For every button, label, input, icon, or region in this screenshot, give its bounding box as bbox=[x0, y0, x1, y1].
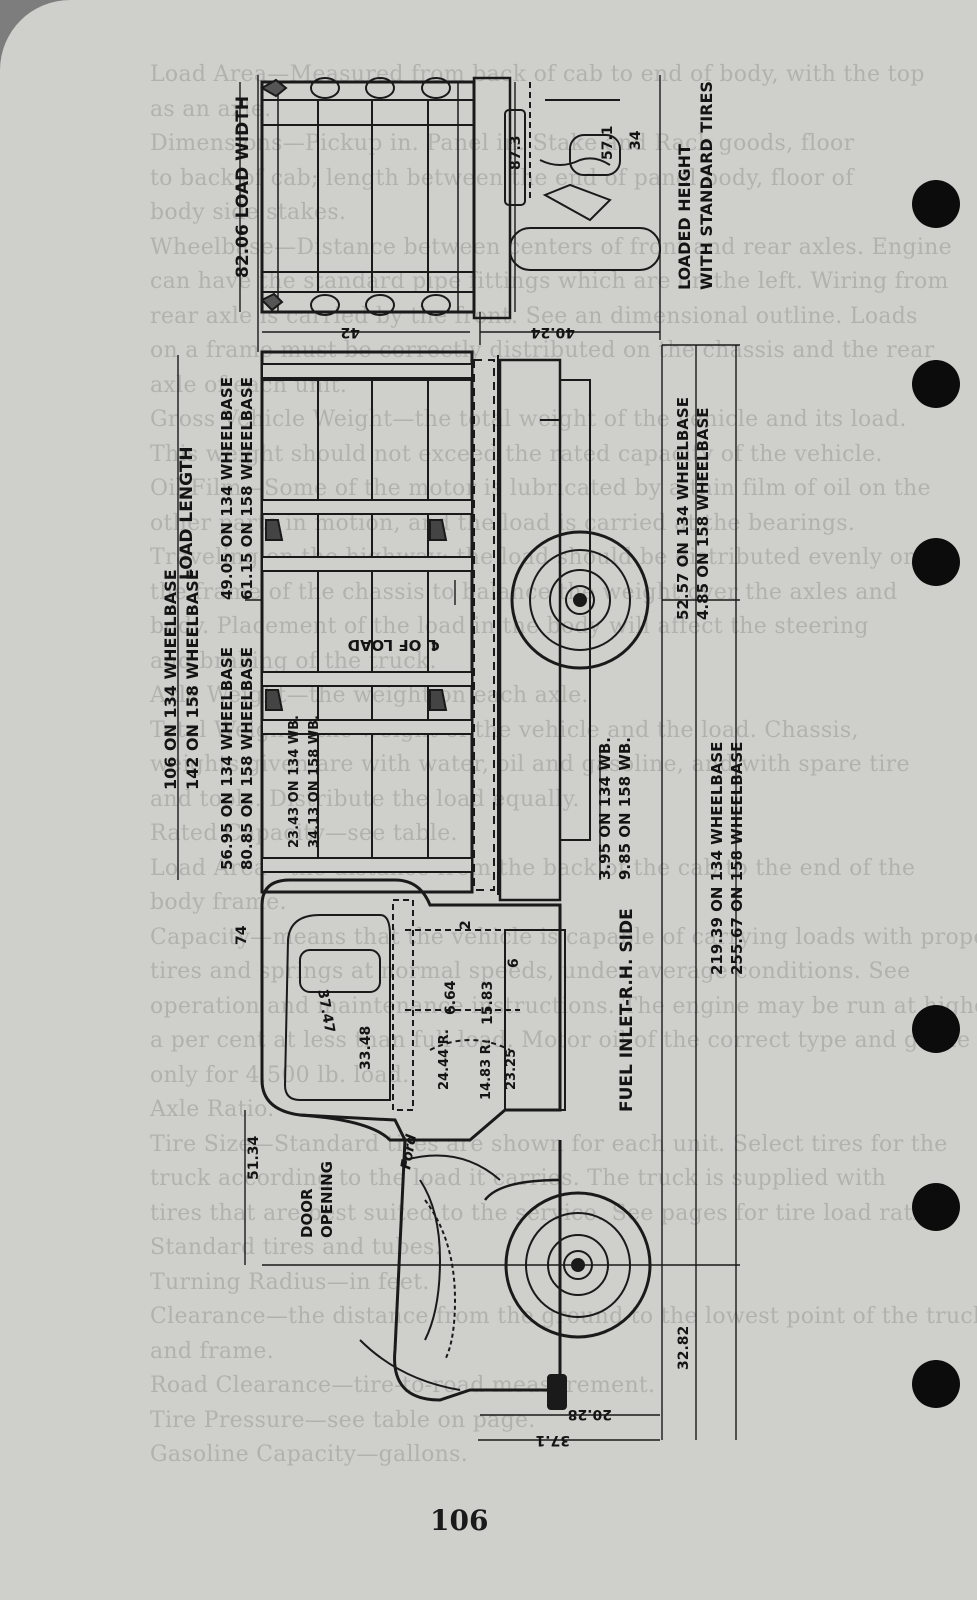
bleed-through-line: Axle Weight—the weight on each axle. bbox=[150, 683, 589, 708]
bleed-through-line: weights given are with water, oil and ga… bbox=[150, 752, 910, 777]
binder-hole-2 bbox=[912, 360, 960, 408]
binder-hole-3 bbox=[912, 538, 960, 586]
bleed-through-line: and tools. Distribute the load equally. bbox=[150, 786, 580, 812]
label-loaded-height-1: LOADED HEIGHT bbox=[675, 144, 694, 290]
label-load-length: LOAD LENGTH bbox=[177, 446, 197, 580]
bleed-through-line: Oil Film—Some of the motor is lubricated… bbox=[150, 476, 931, 501]
binder-hole-4 bbox=[912, 1005, 960, 1053]
bleed-through-line: truck according to the load it carries. … bbox=[150, 1166, 887, 1191]
bleed-through-line: only for 4,500 lb. load. bbox=[150, 1062, 410, 1088]
bleed-through-line: Dimensions—Pickup in. Panel in. Stake an… bbox=[150, 131, 855, 156]
label-rear-axle-1: 3.95 ON 134 WB. bbox=[596, 737, 614, 880]
bleed-through-line: Wheelbase—Distance between centers of fr… bbox=[150, 234, 952, 260]
rear-wheel bbox=[510, 530, 650, 670]
bleed-through-line: as an axle. bbox=[150, 96, 272, 122]
labels: 82.06 LOAD WIDTH LOADED HEIGHT WITH STAN… bbox=[161, 81, 746, 1448]
label-fuel-inlet: FUEL INLET-R.H. SIDE bbox=[617, 908, 637, 1112]
label-load-len-1: 106 ON 134 WHEELBASE bbox=[161, 569, 180, 790]
dim-40-24: 40.24 bbox=[530, 324, 575, 340]
label-load-width: 82.06 LOAD WIDTH bbox=[233, 96, 253, 278]
dimension-lines bbox=[177, 75, 740, 1441]
bleed-through-line: Axle Ratio. bbox=[150, 1097, 275, 1122]
cab bbox=[260, 878, 566, 1142]
rear-view bbox=[259, 76, 661, 320]
bleed-through-line: Turning Radius—in feet. bbox=[150, 1269, 430, 1295]
bleed-through-line: Tire Size—Standard tires are shown for e… bbox=[150, 1131, 948, 1157]
bleed-through-line: body side stakes. bbox=[150, 200, 347, 225]
binder-hole-1 bbox=[912, 180, 960, 228]
bleed-through-line: Gross Vehicle Weight—the total weight of… bbox=[150, 407, 907, 432]
bleed-through-line: Gasoline Capacity—gallons. bbox=[150, 1442, 469, 1467]
dim-24-44: 24.44 R. bbox=[437, 1029, 452, 1090]
bleed-through-line: and frame. bbox=[150, 1338, 275, 1364]
dim-15-83: 15.83 bbox=[480, 981, 496, 1025]
bleed-through-line: tires and springs at normal speeds, unde… bbox=[150, 959, 911, 984]
dim-2: 2 bbox=[458, 920, 474, 930]
dim-51-34: 51.34 bbox=[246, 1135, 262, 1180]
dim-57-1: 57.1 bbox=[600, 125, 616, 160]
bleed-through-line: can have the standard pipe fittings whic… bbox=[150, 269, 949, 294]
label-overhang-2: 4.85 ON 158 WHEELBASE bbox=[694, 407, 712, 620]
label-seg2-1: 49.05 ON 134 WHEELBASE bbox=[218, 377, 236, 600]
bleed-through-line: and braking of the truck. bbox=[150, 648, 437, 674]
label-seg2-2: 61.15 ON 158 WHEELBASE bbox=[238, 377, 256, 600]
dim-37-1: 37.1 bbox=[535, 1432, 570, 1448]
label-seg1-1: 56.95 ON 134 WHEELBASE bbox=[218, 647, 236, 870]
bleed-through-line: This weight should not exceed the rated … bbox=[150, 441, 883, 467]
dim-87-3: 87.3 bbox=[508, 135, 524, 170]
dim-42: 42 bbox=[341, 324, 360, 340]
label-load-len-2: 142 ON 158 WHEELBASE bbox=[183, 569, 202, 790]
bleed-through-line: tires that are best suited to the servic… bbox=[150, 1200, 957, 1226]
label-overall-1: 219.39 ON 134 WHEELBASE bbox=[708, 742, 726, 975]
label-overall-2: 255.67 ON 158 WHEELBASE bbox=[728, 742, 746, 975]
brand-script: Ford bbox=[398, 1132, 420, 1170]
bleed-through-line: operation and maintenance instructions. … bbox=[150, 993, 977, 1019]
page-number: 106 bbox=[430, 1504, 489, 1537]
stake-body bbox=[260, 350, 591, 902]
dim-20-28: 20.28 bbox=[568, 1406, 612, 1422]
label-overhang-1: 52.57 ON 134 WHEELBASE bbox=[674, 397, 692, 620]
binder-hole-5 bbox=[912, 1183, 960, 1231]
bleed-through-line: Tire Pressure—see table on page. bbox=[150, 1407, 536, 1433]
label-inner-2: 34.13 ON 158 WB. bbox=[307, 715, 322, 848]
bleed-through-line: the frame of the chassis to balance the … bbox=[150, 579, 898, 605]
bleed-through-line: Rated Capacity—see table. bbox=[150, 821, 458, 846]
dim-34: 34 bbox=[628, 130, 644, 150]
label-cl-load: ℄ OF LOAD bbox=[348, 636, 440, 654]
bleed-through-line: Clearance—the distance from the ground t… bbox=[150, 1304, 977, 1329]
front-wheel bbox=[484, 1178, 652, 1339]
hood-front bbox=[299, 1113, 567, 1410]
dim-23-25: 23.25 bbox=[504, 1049, 519, 1090]
label-door-opening-1: DOOR bbox=[298, 1188, 316, 1238]
dim-37-47: 37.47 bbox=[314, 988, 337, 1034]
bleed-through-line: body. Placement of the load in the body … bbox=[150, 614, 869, 639]
dim-32-82: 32.82 bbox=[676, 1326, 692, 1370]
label-loaded-height-2: WITH STANDARD TIRES bbox=[697, 81, 716, 290]
label-seg1-2: 80.85 ON 158 WHEELBASE bbox=[238, 647, 256, 870]
label-inner-1: 23.43 ON 134 WB. bbox=[287, 715, 302, 848]
dim-14-83: 14.83 R. bbox=[479, 1039, 494, 1100]
label-rear-axle-2: 9.85 ON 158 WB. bbox=[616, 737, 634, 880]
dim-6-64: 6.64 bbox=[443, 980, 459, 1015]
dim-74: 74 bbox=[234, 925, 250, 945]
bleed-through-line: to back of cab; length between the end o… bbox=[150, 165, 854, 191]
bleed-through-line: Standard tires and tubes. bbox=[150, 1235, 442, 1260]
dim-6: 6 bbox=[506, 958, 522, 968]
binder-hole-6 bbox=[912, 1360, 960, 1408]
dim-33-48: 33.48 bbox=[358, 1026, 374, 1070]
label-door-opening-2: OPENING bbox=[318, 1161, 336, 1238]
